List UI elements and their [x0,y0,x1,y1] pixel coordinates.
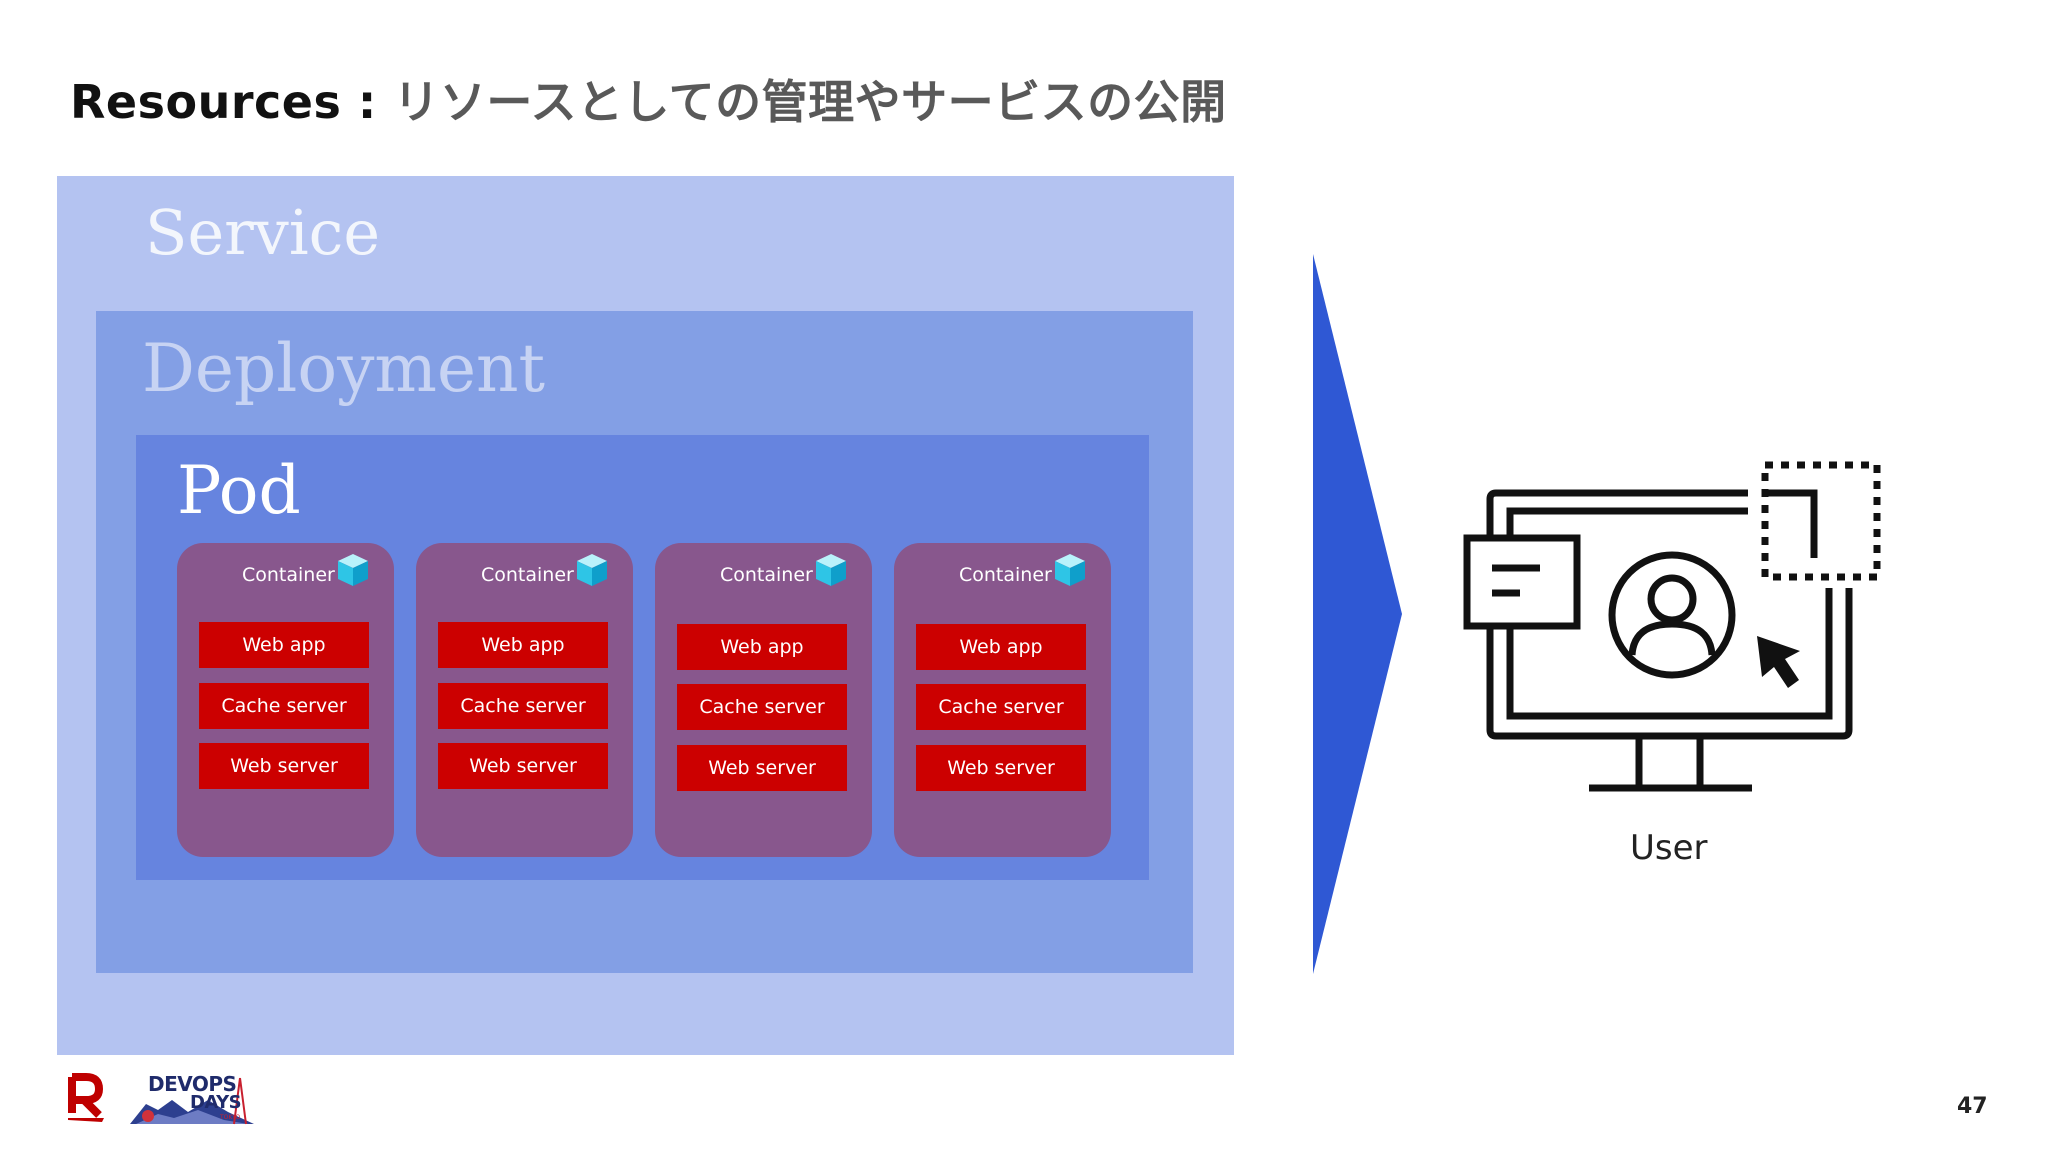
devops-days-logo: DEVOPS DAYS TOKYO [128,1070,256,1126]
cache-server-chip: Cache server [438,683,608,729]
service-label: Service [145,196,381,269]
web-app-chip: Web app [916,624,1086,670]
web-app-chip: Web app [677,624,847,670]
tokyo-text: TOKYO [220,1114,241,1121]
container-label: Container [959,564,1052,586]
cube-icon [338,554,368,586]
pod-label: Pod [177,452,301,529]
computer-user-icon [1463,461,1881,792]
user-label: User [1630,828,1708,868]
page-number: 47 [1957,1094,1988,1119]
container-box: Container Web app Cache server Web serve… [655,543,872,857]
web-server-chip: Web server [199,743,369,789]
slide-title: Resources : リソースとしての管理やサービスの公開 [70,66,1227,132]
rakuten-logo [68,1073,104,1122]
cube-icon [1055,554,1085,586]
web-server-chip: Web server [677,745,847,791]
container-box: Container Web app Cache server Web serve… [177,543,394,857]
days-text: DAYS [190,1092,242,1113]
web-server-chip: Web server [438,743,608,789]
arrow-right-icon [1313,254,1402,974]
cache-server-chip: Cache server [916,684,1086,730]
cache-server-chip: Cache server [199,683,369,729]
title-subtitle: リソースとしての管理やサービスの公開 [393,75,1227,129]
web-app-chip: Web app [438,622,608,668]
container-box: Container Web app Cache server Web serve… [416,543,633,857]
cache-server-chip: Cache server [677,684,847,730]
container-box: Container Web app Cache server Web serve… [894,543,1111,857]
cube-icon [816,554,846,586]
web-server-chip: Web server [916,745,1086,791]
deployment-label: Deployment [142,330,546,407]
cube-icon [577,554,607,586]
container-label: Container [242,564,335,586]
container-label: Container [481,564,574,586]
devops-text: DEVOPS [148,1072,237,1096]
title-prefix: Resources : [70,75,394,129]
container-label: Container [720,564,813,586]
web-app-chip: Web app [199,622,369,668]
